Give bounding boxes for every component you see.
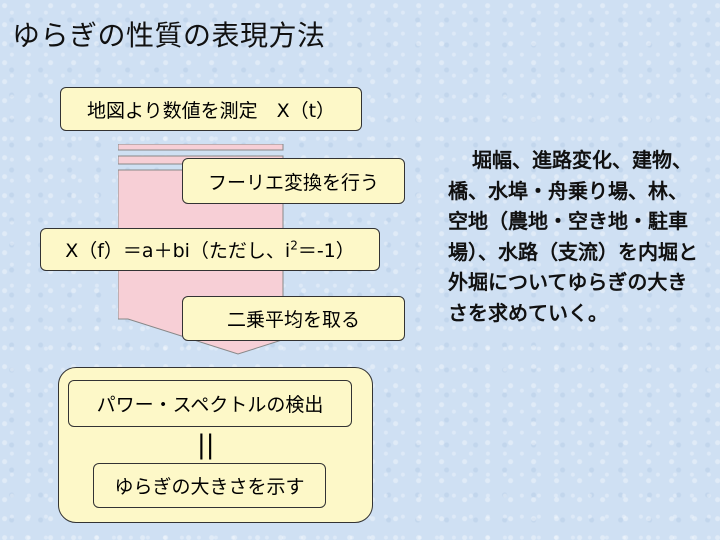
fourier-step-label: フーリエ変換を行う xyxy=(207,171,379,194)
magnitude-box: ゆらぎの大きさを示す xyxy=(93,463,326,508)
spectrum-box: パワー・スペクトルの検出 xyxy=(68,380,352,427)
fourier-step: フーリエ変換を行う xyxy=(182,158,405,204)
magnitude-label: ゆらぎの大きさを示す xyxy=(114,476,305,498)
complex-step-label: X（f）＝a＋bi（ただし、i2＝-1） xyxy=(65,236,355,263)
arrow-stripe-1 xyxy=(118,144,284,151)
complex-step: X（f）＝a＋bi（ただし、i2＝-1） xyxy=(40,228,380,271)
explanation-note: 堀幅、進路変化、建物、橋、水埠・舟乗り場、林、空地（農地・空き地・駐車場）、水路… xyxy=(448,148,698,325)
measure-step: 地図より数値を測定 X（t） xyxy=(60,87,362,131)
spectrum-label: パワー・スペクトルの検出 xyxy=(96,394,324,416)
page-title: ゆらぎの性質の表現方法 xyxy=(12,19,326,52)
complex-prefix: X（f）＝a＋bi（ただし、i xyxy=(65,240,291,262)
measure-step-label: 地図より数値を測定 X（t） xyxy=(86,99,336,122)
square-mean-step-label: 二乗平均を取る xyxy=(226,309,360,331)
complex-suffix: ＝-1） xyxy=(297,240,355,262)
complex-sup: 2 xyxy=(290,238,298,253)
equals-sign: || xyxy=(197,430,215,460)
square-mean-step: 二乗平均を取る xyxy=(182,296,405,341)
